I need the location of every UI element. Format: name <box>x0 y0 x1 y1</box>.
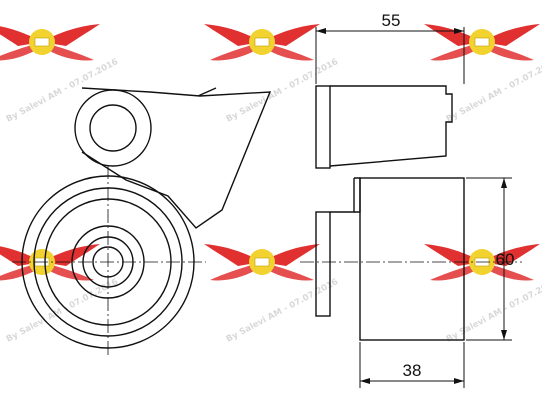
arrow-head <box>360 378 370 384</box>
watermark-logos <box>0 23 541 281</box>
bracket-plate-upper <box>315 85 331 169</box>
pulley-side <box>359 177 465 341</box>
arrow-head <box>501 178 507 188</box>
housing-body <box>329 85 453 167</box>
watermark-text: By Salevi AM - 07.07.2016 <box>225 57 340 125</box>
upper-bore <box>89 104 137 152</box>
arrow-head <box>454 378 464 384</box>
bracket-notch <box>197 87 217 97</box>
arrow-head <box>454 28 464 34</box>
dimension-height: 60 <box>496 250 515 269</box>
watermark-texts: By Salevi AM - 07.07.2016 By Salevi AM -… <box>5 57 542 345</box>
housing-step <box>330 178 355 213</box>
bracket-outline <box>81 87 272 229</box>
arrow-head <box>316 28 326 34</box>
logo-icon <box>423 23 541 61</box>
dimension-bottom-width: 38 <box>403 361 422 380</box>
housing-web <box>354 177 361 213</box>
bracket-plate-lower <box>315 211 331 317</box>
front-view <box>12 87 272 358</box>
logo-icon <box>203 23 321 61</box>
arrow-head <box>501 330 507 340</box>
watermark-text: By Salevi AM - 07.07.2016 <box>445 57 542 125</box>
upper-boss <box>74 89 152 167</box>
side-view: 55 60 38 <box>300 11 522 388</box>
dimension-top-width: 55 <box>382 11 401 30</box>
logo-icon <box>0 23 101 61</box>
watermark-text: By Salevi AM - 07.07.2016 <box>445 277 542 345</box>
watermark-text: By Salevi AM - 07.07.2016 <box>225 277 340 345</box>
